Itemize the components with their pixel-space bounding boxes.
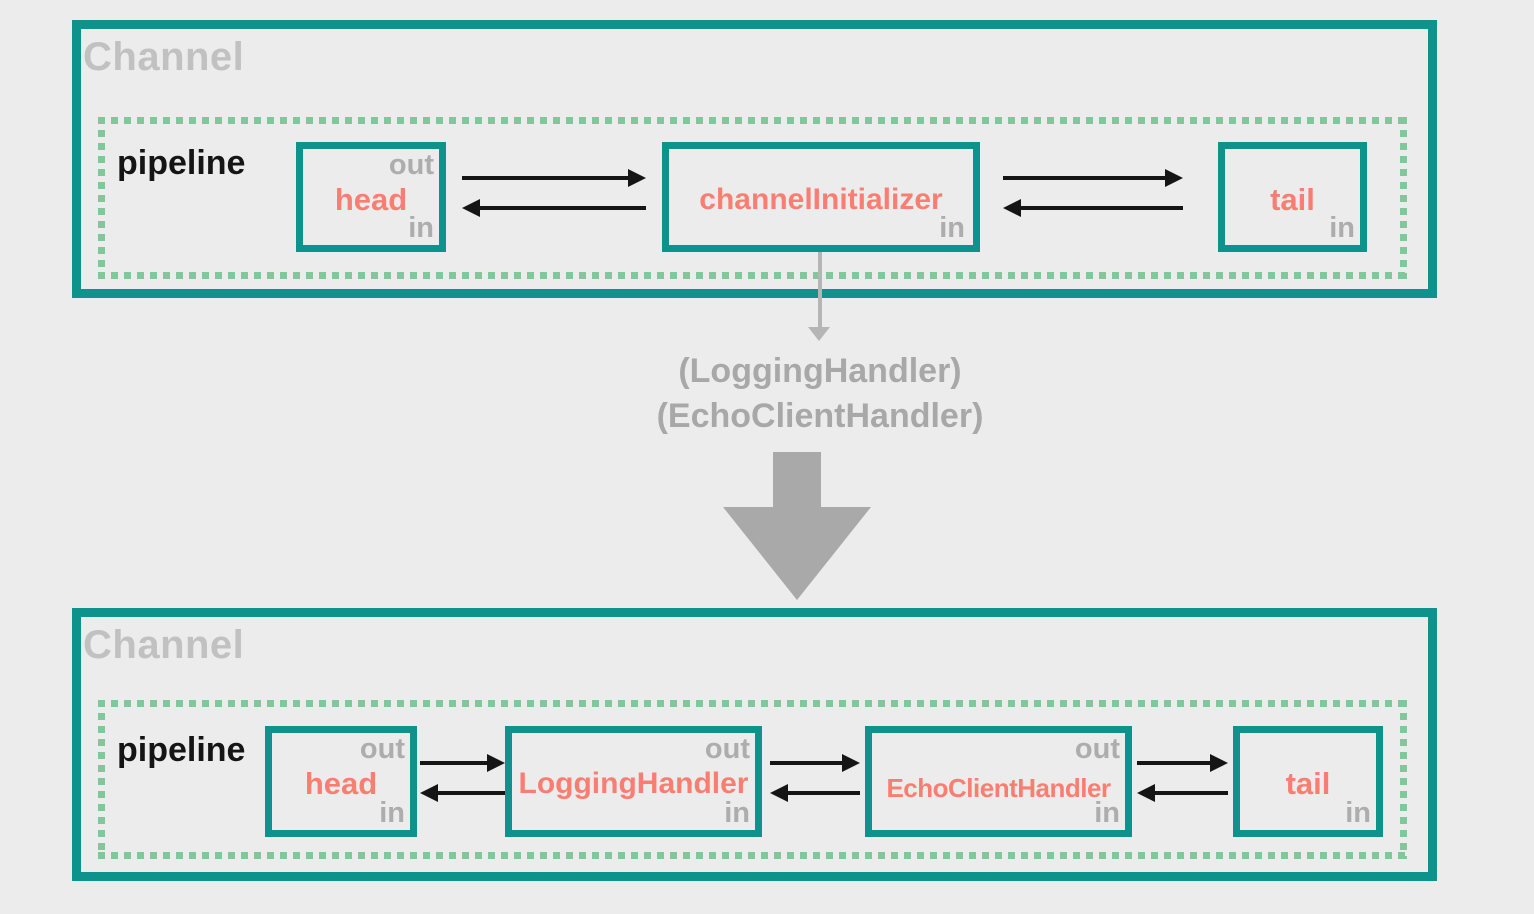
node-tail: tail in (1233, 726, 1383, 837)
arrow-tip (420, 784, 438, 802)
arrow-shaft (477, 206, 646, 210)
arrow-tip (842, 754, 860, 772)
port-out-label: out (1074, 733, 1120, 765)
port-in-label: in (939, 212, 965, 244)
port-out-label: out (359, 733, 405, 765)
arrow-tip (462, 199, 480, 217)
port-in-label: in (1094, 797, 1120, 829)
arrow-shaft (435, 791, 505, 795)
pipeline-border-bottom (98, 852, 1407, 859)
arrow-triangle (723, 507, 871, 600)
arrow-stem (773, 452, 821, 508)
initializer-link-line (818, 252, 822, 328)
node-tail: tail in (1218, 142, 1367, 252)
initializer-link-arrow-tip (808, 327, 830, 341)
port-in-label: in (724, 797, 750, 829)
arrow-shaft (1018, 206, 1183, 210)
right-arrow (462, 168, 646, 188)
node-logging-handler: out LoggingHandler in (505, 726, 762, 837)
left-arrow (770, 783, 860, 803)
node-name-label: head (334, 182, 408, 217)
arrow-tip (1165, 169, 1183, 187)
arrow-tip (770, 784, 788, 802)
port-in-label: in (1345, 797, 1371, 829)
top-channel-box: Channel pipeline out head in channelInit… (72, 20, 1437, 298)
node-name-label: tail (1285, 766, 1331, 801)
note-line: (EchoClientHandler) (656, 397, 984, 435)
pipeline-border-top (98, 700, 1407, 707)
arrow-tip (487, 754, 505, 772)
pipeline-dashed-border (98, 117, 1407, 279)
bottom-channel-box: Channel pipeline out head in out Logging… (72, 608, 1437, 881)
left-arrow (1003, 198, 1183, 218)
pipeline-label: pipeline (117, 731, 246, 769)
right-arrow (420, 753, 505, 773)
port-out-label: out (388, 149, 434, 181)
node-name-label: head (304, 766, 378, 801)
node-head: out head in (265, 726, 417, 837)
arrow-tip (628, 169, 646, 187)
right-arrow (1137, 753, 1228, 773)
arrow-shaft (462, 176, 631, 180)
pipeline-border-left (98, 700, 105, 859)
pipeline-label: pipeline (117, 144, 246, 182)
pipeline-border-left (98, 117, 105, 279)
node-name-label: tail (1270, 182, 1315, 217)
initializer-handlers-note: (LoggingHandler) (EchoClientHandler) (520, 349, 1120, 439)
node-echo-client-handler: out EchoClientHandler in (865, 726, 1132, 837)
pipeline-border-top (98, 117, 1407, 124)
arrow-shaft (1152, 791, 1228, 795)
arrow-shaft (770, 761, 845, 765)
port-in-label: in (1329, 212, 1355, 244)
pipeline-border-bottom (98, 272, 1407, 279)
node-head: out head in (296, 142, 446, 252)
arrow-tip (1003, 199, 1021, 217)
channel-title: Channel (83, 35, 245, 79)
port-in-label: in (408, 212, 434, 244)
node-name-label: EchoClientHandler (886, 773, 1111, 803)
node-channel-initializer: channelInitializer in (662, 142, 980, 252)
arrow-shaft (1003, 176, 1168, 180)
note-line: (LoggingHandler) (678, 352, 962, 390)
left-arrow (1137, 783, 1228, 803)
pipeline-border-right (1400, 700, 1407, 859)
right-arrow (770, 753, 860, 773)
port-out-label: out (704, 733, 750, 765)
port-in-label: in (379, 797, 405, 829)
left-arrow (420, 783, 505, 803)
channel-title: Channel (83, 623, 245, 667)
arrow-shaft (1137, 761, 1213, 765)
arrow-shaft (420, 761, 490, 765)
arrow-tip (1210, 754, 1228, 772)
left-arrow (462, 198, 646, 218)
right-arrow (1003, 168, 1183, 188)
pipeline-dashed-border (98, 700, 1407, 859)
pipeline-border-right (1400, 117, 1407, 279)
arrow-tip (1137, 784, 1155, 802)
node-name-label: LoggingHandler (518, 767, 749, 800)
arrow-shaft (785, 791, 860, 795)
node-name-label: channelInitializer (699, 183, 943, 216)
